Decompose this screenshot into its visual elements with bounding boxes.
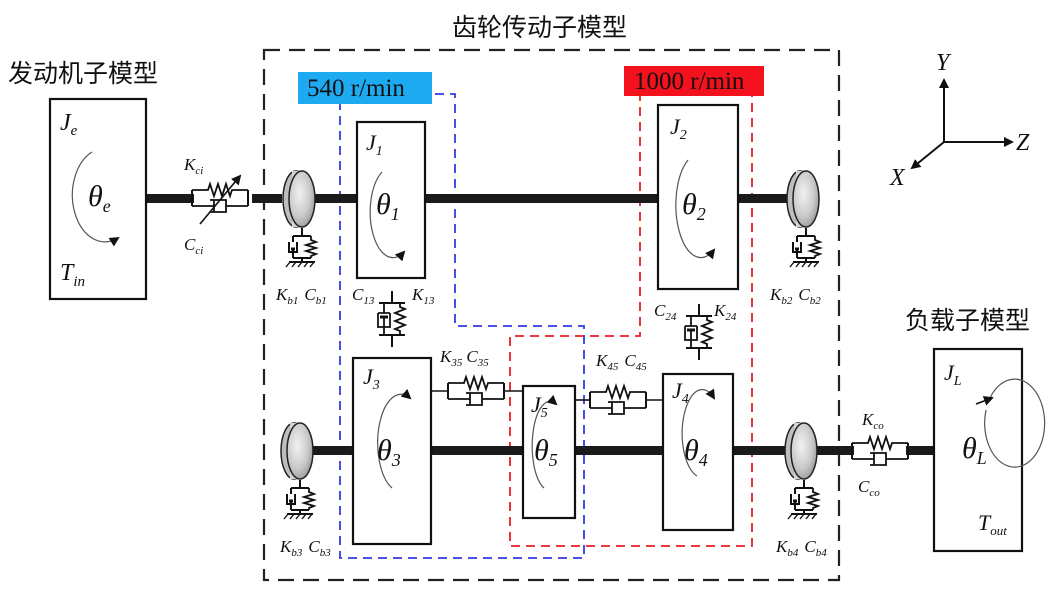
low-speed-tag: 540 r/min [298,72,432,104]
gear-3-angle-label: θ3 [377,434,401,470]
mesh-24-spring-damper [683,302,714,362]
gear-4-angle-label: θ4 [684,434,708,470]
load-submodel-title: 负载子模型 [905,306,1030,335]
bearing-disc-2 [786,170,820,228]
gear-1-rotation-arrow [369,171,406,262]
bearing-support-4 [786,478,820,521]
variable-stiffness-arrow [199,174,242,225]
load-torque-label: Tout [978,510,1007,538]
gear-1 [355,120,427,280]
gear-2 [656,103,740,291]
z-axis-label: Z [1016,130,1030,156]
gear-3-rotation-arrow [377,388,412,489]
output-coupling-spring-damper [851,436,909,466]
high-speed-label: 1000 r/min [634,68,745,95]
gear-submodel-boundary [262,48,841,582]
gear-2-inertia-label: J2 [670,114,687,143]
input-coupling-stiffness-label: Kci [183,155,203,177]
gear-submodel-title: 齿轮传动子模型 [452,13,627,42]
load-block [932,347,1024,553]
input-shaft-stub [252,194,282,203]
load-shaft-stub [906,446,934,455]
mesh-24-stiffness-label: K24 [713,301,737,323]
high-speed-tag-fill [624,66,764,96]
mesh-13-damping-label: C13 [352,285,375,307]
mesh-24-damping-label: C24 [654,301,677,323]
engine-rotation-arrow [71,151,120,247]
gear-4-rotation-arrow [681,388,716,477]
load-rotation-arrow [975,396,994,406]
bearing-support-2 [788,226,822,269]
high-speed-tag: 1000 r/min [624,66,764,96]
engine-shaft [146,194,194,203]
load-inertia-label: JL [944,360,962,389]
bearing-support-1 [284,226,318,269]
low-speed-region-boundary [339,86,585,559]
bearing-disc-3 [280,422,314,480]
gear-5-angle-label: θ5 [534,434,558,470]
low-speed-label: 540 r/min [307,75,405,102]
mesh-13-stiffness-label: K13 [411,285,435,307]
y-axis-label: Y [936,50,952,76]
gear-4-inertia-label: J4 [672,378,689,407]
gear-2-angle-label: θ2 [682,188,706,224]
gear-1-inertia-label: J1 [366,130,383,159]
low-speed-tag-fill [298,72,432,104]
coordinate-axes: Y Z X [889,50,1030,191]
engine-inertia-label: Je [60,110,78,139]
output-coupling-stiffness-label: Kco [861,410,884,432]
engine-submodel-title: 发动机子模型 [8,59,158,88]
mesh-35-spring-damper [447,376,505,406]
input-coupling-damping-label: Cci [184,235,203,257]
engine-block [48,97,148,301]
high-speed-region-boundary [509,92,753,547]
output-coupling-damping-label: Cco [858,477,880,499]
mesh-13-spring-damper [376,289,407,349]
x-axis-arrow [910,141,945,170]
bearing-support-3 [282,478,316,521]
load-rotation-track [984,378,1046,468]
bearing-disc-4 [784,422,818,480]
input-coupling-spring-damper [191,183,249,213]
top-shaft [300,194,798,203]
gear-3 [351,356,433,546]
gear-5-inertia-label: J5 [531,392,548,421]
x-axis-label: X [889,165,906,191]
gear-3-inertia-label: J3 [363,364,380,393]
gear-5-rotation-arrow [531,394,558,489]
output-shaft [810,446,854,455]
gear-2-rotation-arrow [675,159,716,260]
bearing-disc-1 [282,170,316,228]
engine-angle-label: θe [88,180,111,216]
mesh-45-spring-damper [589,385,647,415]
gear-4 [661,372,735,532]
gear-1-angle-label: θ1 [376,188,400,224]
load-angle-label: θL [962,432,987,468]
engine-torque-label: Tin [60,260,85,290]
